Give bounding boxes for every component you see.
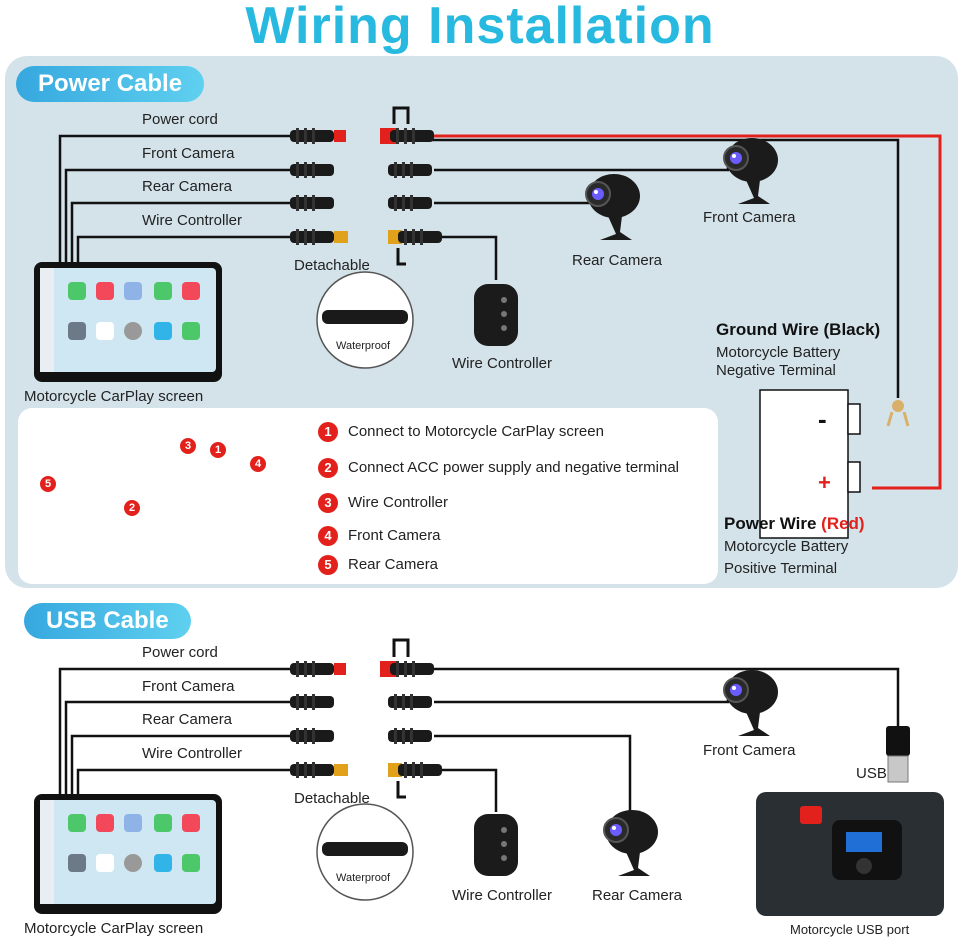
- front-camera-icon: [723, 137, 779, 205]
- power-wire-title-red: (Red): [821, 514, 865, 533]
- power-wire-title: Power Wire (Red): [724, 514, 865, 534]
- carplay-screen-icon: [34, 262, 222, 382]
- usb-waterproof-label: Waterproof: [336, 872, 391, 884]
- bike-marker-1: 1: [210, 442, 226, 458]
- power-wire-title-main: Power Wire: [724, 514, 822, 533]
- bike-marker-2: 2: [124, 500, 140, 516]
- power-cable-label-rear-camera: Rear Camera: [142, 178, 233, 195]
- legend-num-5: 5: [318, 555, 338, 575]
- usb-port-photo: [756, 792, 944, 916]
- usb-wire-controller-label: Wire Controller: [452, 887, 553, 904]
- power-cable-label-wire-controller: Wire Controller: [142, 212, 243, 229]
- usb-front-camera-icon: [723, 669, 779, 737]
- battery-plus: +: [818, 470, 831, 495]
- ground-wire-line2: Negative Terminal: [716, 362, 836, 379]
- usb-label: USB: [856, 765, 887, 782]
- power-wires: [58, 134, 942, 490]
- usb-cable-label-wire-controller: Wire Controller: [142, 745, 243, 762]
- legend-text-1: Connect to Motorcycle CarPlay screen: [348, 423, 604, 440]
- legend-num-1: 1: [318, 422, 338, 442]
- usb-cable-label-rear-camera: Rear Camera: [142, 711, 233, 728]
- power-cable-pill: Power Cable: [16, 66, 205, 102]
- usb-cable-label-front-camera: Front Camera: [142, 678, 235, 695]
- legend-text-4: Front Camera: [348, 527, 441, 544]
- power-wire-line1: Motorcycle Battery: [724, 538, 849, 555]
- screen-label: Motorcycle CarPlay screen: [24, 388, 204, 405]
- usb-port-label: Motorcycle USB port: [790, 922, 910, 937]
- usb-plug-icon: [886, 726, 910, 783]
- ground-wire-title: Ground Wire (Black): [716, 320, 881, 339]
- battery-icon: [759, 389, 861, 539]
- usb-rear-camera-label: Rear Camera: [592, 887, 683, 904]
- legend-text-3: Wire Controller: [348, 494, 449, 511]
- bike-marker-3: 3: [180, 438, 196, 454]
- usb-detachable-label: Detachable: [294, 790, 370, 807]
- legend-num-2: 2: [318, 458, 338, 478]
- wire-controller-icon: [474, 284, 518, 346]
- front-camera-label: Front Camera: [703, 209, 796, 226]
- usb-carplay-screen-icon: [34, 794, 222, 914]
- legend-num-4: 4: [318, 526, 338, 546]
- legend-text-5: Rear Camera: [348, 556, 439, 573]
- legend-text-2: Connect ACC power supply and negative te…: [348, 459, 680, 476]
- usb-front-camera-label: Front Camera: [703, 742, 796, 759]
- rear-camera-icon: [585, 173, 641, 241]
- waterproof-label: Waterproof: [336, 340, 391, 352]
- usb-cable-pill: USB Cable: [24, 603, 191, 639]
- bike-marker-4: 4: [250, 456, 266, 472]
- page-title: Wiring Installation: [245, 0, 715, 55]
- usb-screen-label: Motorcycle CarPlay screen: [24, 920, 204, 937]
- legend-box: [18, 408, 718, 584]
- waterproof-icon: [316, 271, 414, 369]
- legend-num-3: 3: [318, 493, 338, 513]
- ring-terminal-icon: [886, 400, 910, 427]
- power-cable-label-front-camera: Front Camera: [142, 145, 235, 162]
- usb-cable-label-power-cord: Power cord: [142, 644, 218, 661]
- rear-camera-label: Rear Camera: [572, 252, 663, 269]
- usb-wires: [58, 667, 900, 820]
- usb-rear-camera-icon: [603, 809, 659, 877]
- battery-minus: -: [818, 404, 827, 434]
- usb-waterproof-icon: [316, 803, 414, 901]
- bike-marker-5: 5: [40, 476, 56, 492]
- usb-wire-controller-icon: [474, 814, 518, 876]
- wire-controller-label: Wire Controller: [452, 355, 553, 372]
- ground-wire-line1: Motorcycle Battery: [716, 344, 841, 361]
- power-wire-line2: Positive Terminal: [724, 560, 838, 577]
- power-cable-label-power-cord: Power cord: [142, 111, 218, 128]
- detachable-label: Detachable: [294, 257, 370, 274]
